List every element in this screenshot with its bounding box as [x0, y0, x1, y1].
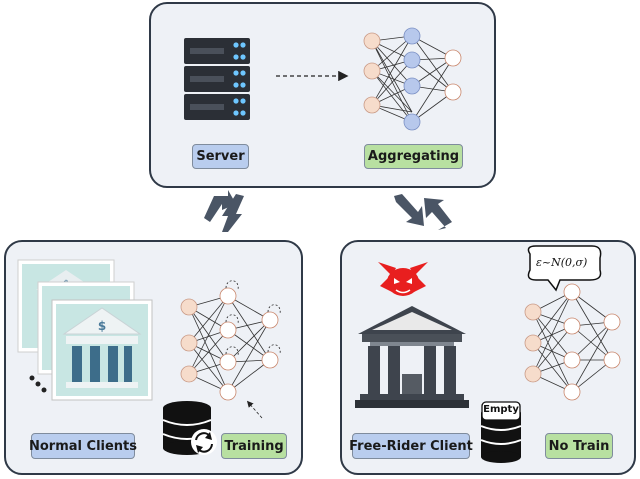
neural-network-icon [524, 283, 621, 401]
bank-icon [355, 306, 469, 408]
empty-label: Empty [483, 404, 519, 415]
normal-clients-tag: Normal Clients [29, 433, 137, 459]
speech-bubble-icon [527, 245, 602, 292]
exchange-arrows-icon [394, 194, 452, 230]
database-sync-icon [162, 401, 217, 455]
training-network-icon [180, 280, 281, 419]
noise-formula: ε~N(0,σ) [536, 256, 588, 269]
svg-text:$: $ [98, 319, 106, 333]
aggregating-tag: Aggregating [364, 144, 463, 169]
training-tag: Training [221, 433, 287, 459]
server-rack-icon [184, 38, 250, 120]
free-rider-client-tag: Free-Rider Client [349, 433, 473, 459]
empty-database-icon [480, 401, 522, 463]
bank-icon: $ $ [17, 259, 153, 401]
devil-icon [378, 262, 428, 296]
no-train-tag: No Train [545, 433, 613, 459]
server-tag: Server [192, 144, 249, 169]
neural-network-icon [363, 27, 462, 131]
exchange-arrows-icon [204, 190, 244, 232]
